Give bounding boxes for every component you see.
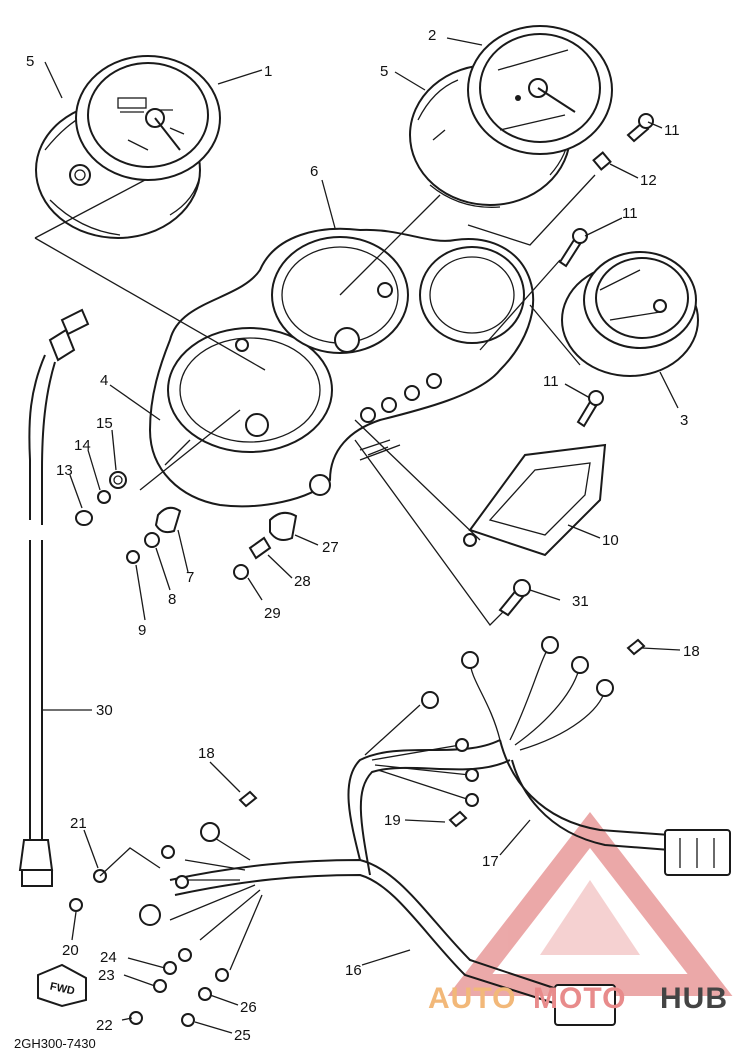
gauge-tachometer bbox=[35, 55, 221, 239]
callout-15: 15 bbox=[96, 415, 113, 432]
drawing-code: 2GH300-7430 bbox=[14, 1036, 96, 1051]
callout-labels: 1 2 3 4 5 5 6 7 8 9 10 11 11 11 12 13 14… bbox=[26, 27, 700, 1044]
callout-leaders bbox=[42, 37, 681, 1034]
callout-23: 23 bbox=[98, 967, 115, 984]
callout-2: 2 bbox=[428, 27, 436, 44]
callout-26: 26 bbox=[240, 999, 257, 1016]
callout-27: 27 bbox=[322, 539, 339, 556]
callout-22: 22 bbox=[96, 1017, 113, 1034]
watermark-wordmark: AUTO MOTO HUB bbox=[428, 982, 728, 1015]
callout-30: 30 bbox=[96, 702, 113, 719]
gauge-speedometer bbox=[409, 25, 613, 208]
callout-11-middle: 11 bbox=[622, 205, 638, 222]
watermark-auto: AUTO bbox=[428, 982, 516, 1015]
callout-5-right: 5 bbox=[380, 63, 388, 80]
wiring-harness bbox=[139, 636, 731, 1026]
callout-16: 16 bbox=[345, 962, 362, 979]
callout-20: 20 bbox=[62, 942, 79, 959]
small-hardware-lower bbox=[69, 847, 212, 1027]
callout-9: 9 bbox=[138, 622, 146, 639]
callout-11-lower: 11 bbox=[543, 373, 559, 390]
callout-3: 3 bbox=[680, 412, 688, 429]
callout-11-top: 11 bbox=[664, 122, 680, 139]
callout-5-left: 5 bbox=[26, 53, 34, 70]
callout-1: 1 bbox=[264, 63, 272, 80]
callout-21: 21 bbox=[70, 815, 87, 832]
callout-17: 17 bbox=[482, 853, 499, 870]
callout-18-right: 18 bbox=[683, 643, 700, 660]
callout-6: 6 bbox=[310, 163, 318, 180]
exploded-leader-lines bbox=[34, 174, 596, 626]
fwd-label: FWD bbox=[49, 981, 76, 998]
indicator-lens bbox=[463, 443, 607, 557]
callout-10: 10 bbox=[602, 532, 619, 549]
fwd-arrow-tag: FWD bbox=[37, 963, 87, 1008]
callout-28: 28 bbox=[294, 573, 311, 590]
callout-13: 13 bbox=[56, 462, 73, 479]
callout-18-left: 18 bbox=[198, 745, 215, 762]
screws-top-right bbox=[558, 113, 654, 428]
callout-12: 12 bbox=[640, 172, 657, 189]
callout-19: 19 bbox=[384, 812, 401, 829]
small-hardware-parts bbox=[75, 471, 531, 617]
callout-4: 4 bbox=[100, 372, 108, 389]
speedometer-cable bbox=[18, 308, 90, 887]
callout-7: 7 bbox=[186, 569, 194, 586]
callout-25: 25 bbox=[234, 1027, 251, 1044]
callout-8: 8 bbox=[168, 591, 176, 608]
watermark-hub: HUB bbox=[660, 982, 728, 1015]
callout-24: 24 bbox=[100, 949, 117, 966]
gauge-small-right bbox=[561, 251, 699, 377]
meter-housing-bracket bbox=[148, 227, 535, 508]
watermark-moto: MOTO bbox=[533, 982, 626, 1015]
callout-29: 29 bbox=[264, 605, 281, 622]
callout-14: 14 bbox=[74, 437, 91, 454]
callout-31: 31 bbox=[572, 593, 589, 610]
